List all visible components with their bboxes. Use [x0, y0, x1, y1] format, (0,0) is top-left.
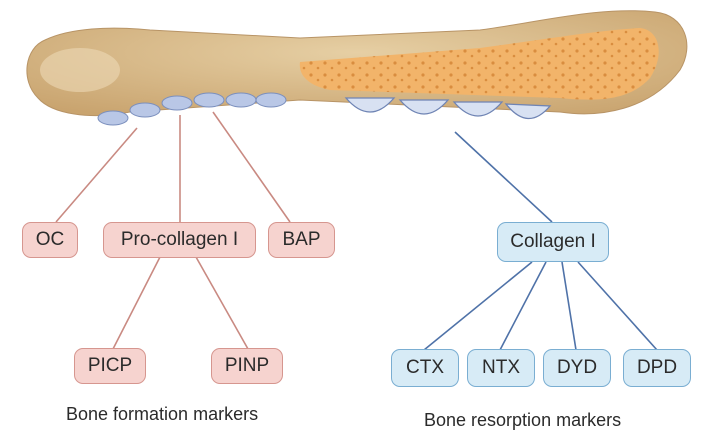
- osteoclast-cell: [344, 97, 396, 113]
- connector-line: [55, 127, 138, 223]
- marker-pro-collagen: Pro-collagen I: [103, 222, 256, 258]
- formation-connectors: [55, 111, 291, 350]
- bone-illustration: [26, 10, 688, 117]
- osteoblast-cell: [97, 110, 129, 126]
- osteoclast-cell: [398, 99, 450, 115]
- osteoblast-cells: [97, 92, 287, 126]
- osteoclast-cells: [344, 97, 552, 120]
- marker-picp: PICP: [74, 348, 146, 384]
- formation-caption: Bone formation markers: [66, 404, 259, 424]
- osteoblast-cell: [129, 102, 161, 118]
- connector-line: [212, 111, 291, 223]
- bone-marrow-dots: [299, 28, 659, 100]
- resorption-connectors: [423, 131, 658, 351]
- marker-collagen: Collagen I: [497, 222, 609, 262]
- connector-line: [195, 256, 249, 350]
- osteoclast-cell: [504, 103, 552, 120]
- osteoclast-cell: [452, 101, 504, 117]
- marker-dpd: DPD: [623, 349, 691, 387]
- marker-pinp: PINP: [211, 348, 283, 384]
- marker-ntx: NTX: [467, 349, 535, 387]
- resorption-caption: Bone resorption markers: [424, 410, 622, 430]
- connector-line: [423, 261, 533, 351]
- connector-line: [561, 261, 577, 351]
- marker-bap: BAP: [268, 222, 335, 258]
- marker-ctx: CTX: [391, 349, 459, 387]
- marker-oc: OC: [22, 222, 78, 258]
- osteoblast-cell: [193, 92, 225, 108]
- bone-left-head-highlight: [40, 48, 120, 92]
- connector-line: [577, 261, 658, 351]
- marker-dyd: DYD: [543, 349, 611, 387]
- osteoblast-cell: [161, 95, 193, 111]
- osteoblast-cell: [255, 92, 287, 108]
- osteoblast-cell: [225, 92, 257, 108]
- connector-line: [499, 261, 547, 351]
- connector-line: [454, 131, 553, 223]
- connector-line: [112, 256, 161, 350]
